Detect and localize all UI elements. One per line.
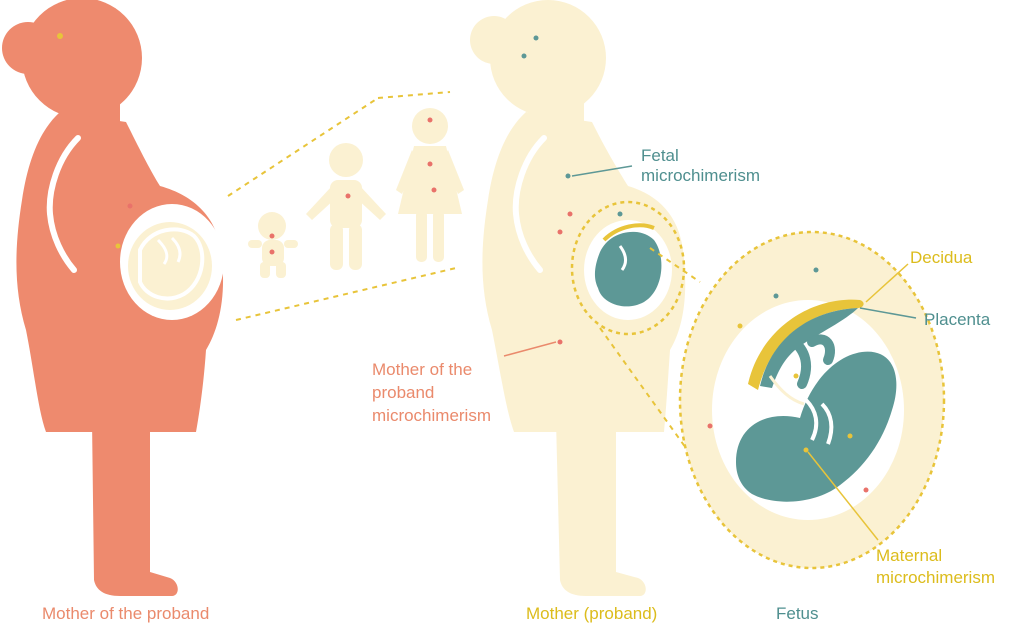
label-maternal-micro-line2: microchimerism	[876, 568, 995, 587]
label-maternal-micro-line1: Maternal	[876, 546, 943, 565]
decidua-layer	[748, 299, 864, 390]
leader-lines	[503, 165, 917, 541]
label-fetus: Fetus	[776, 604, 819, 623]
baby-icon	[248, 212, 298, 278]
label-mother-of-proband-micro-line2: proband	[372, 383, 435, 402]
zoomed-womb	[678, 230, 946, 570]
projection-lines	[227, 91, 457, 321]
girl-icon	[396, 108, 464, 262]
label-fetal-micro-line2: microchimerism	[641, 166, 760, 185]
label-mother-of-proband-micro-line3: microchimerism	[372, 406, 491, 425]
proband-silhouette	[470, 0, 686, 596]
label-fetal-micro-line1: Fetal	[641, 146, 679, 165]
label-placenta: Placenta	[924, 310, 991, 329]
child-icon	[306, 143, 386, 270]
label-mother-of-proband-micro-line1: Mother of the	[372, 360, 473, 379]
label-decidua: Decidua	[910, 248, 973, 267]
placenta-icon	[760, 308, 858, 388]
mother-of-proband-silhouette	[2, 0, 224, 596]
fetus-icon	[736, 334, 897, 502]
label-mother-proband: Mother (proband)	[526, 604, 658, 623]
label-mother-of-proband: Mother of the proband	[42, 604, 210, 623]
